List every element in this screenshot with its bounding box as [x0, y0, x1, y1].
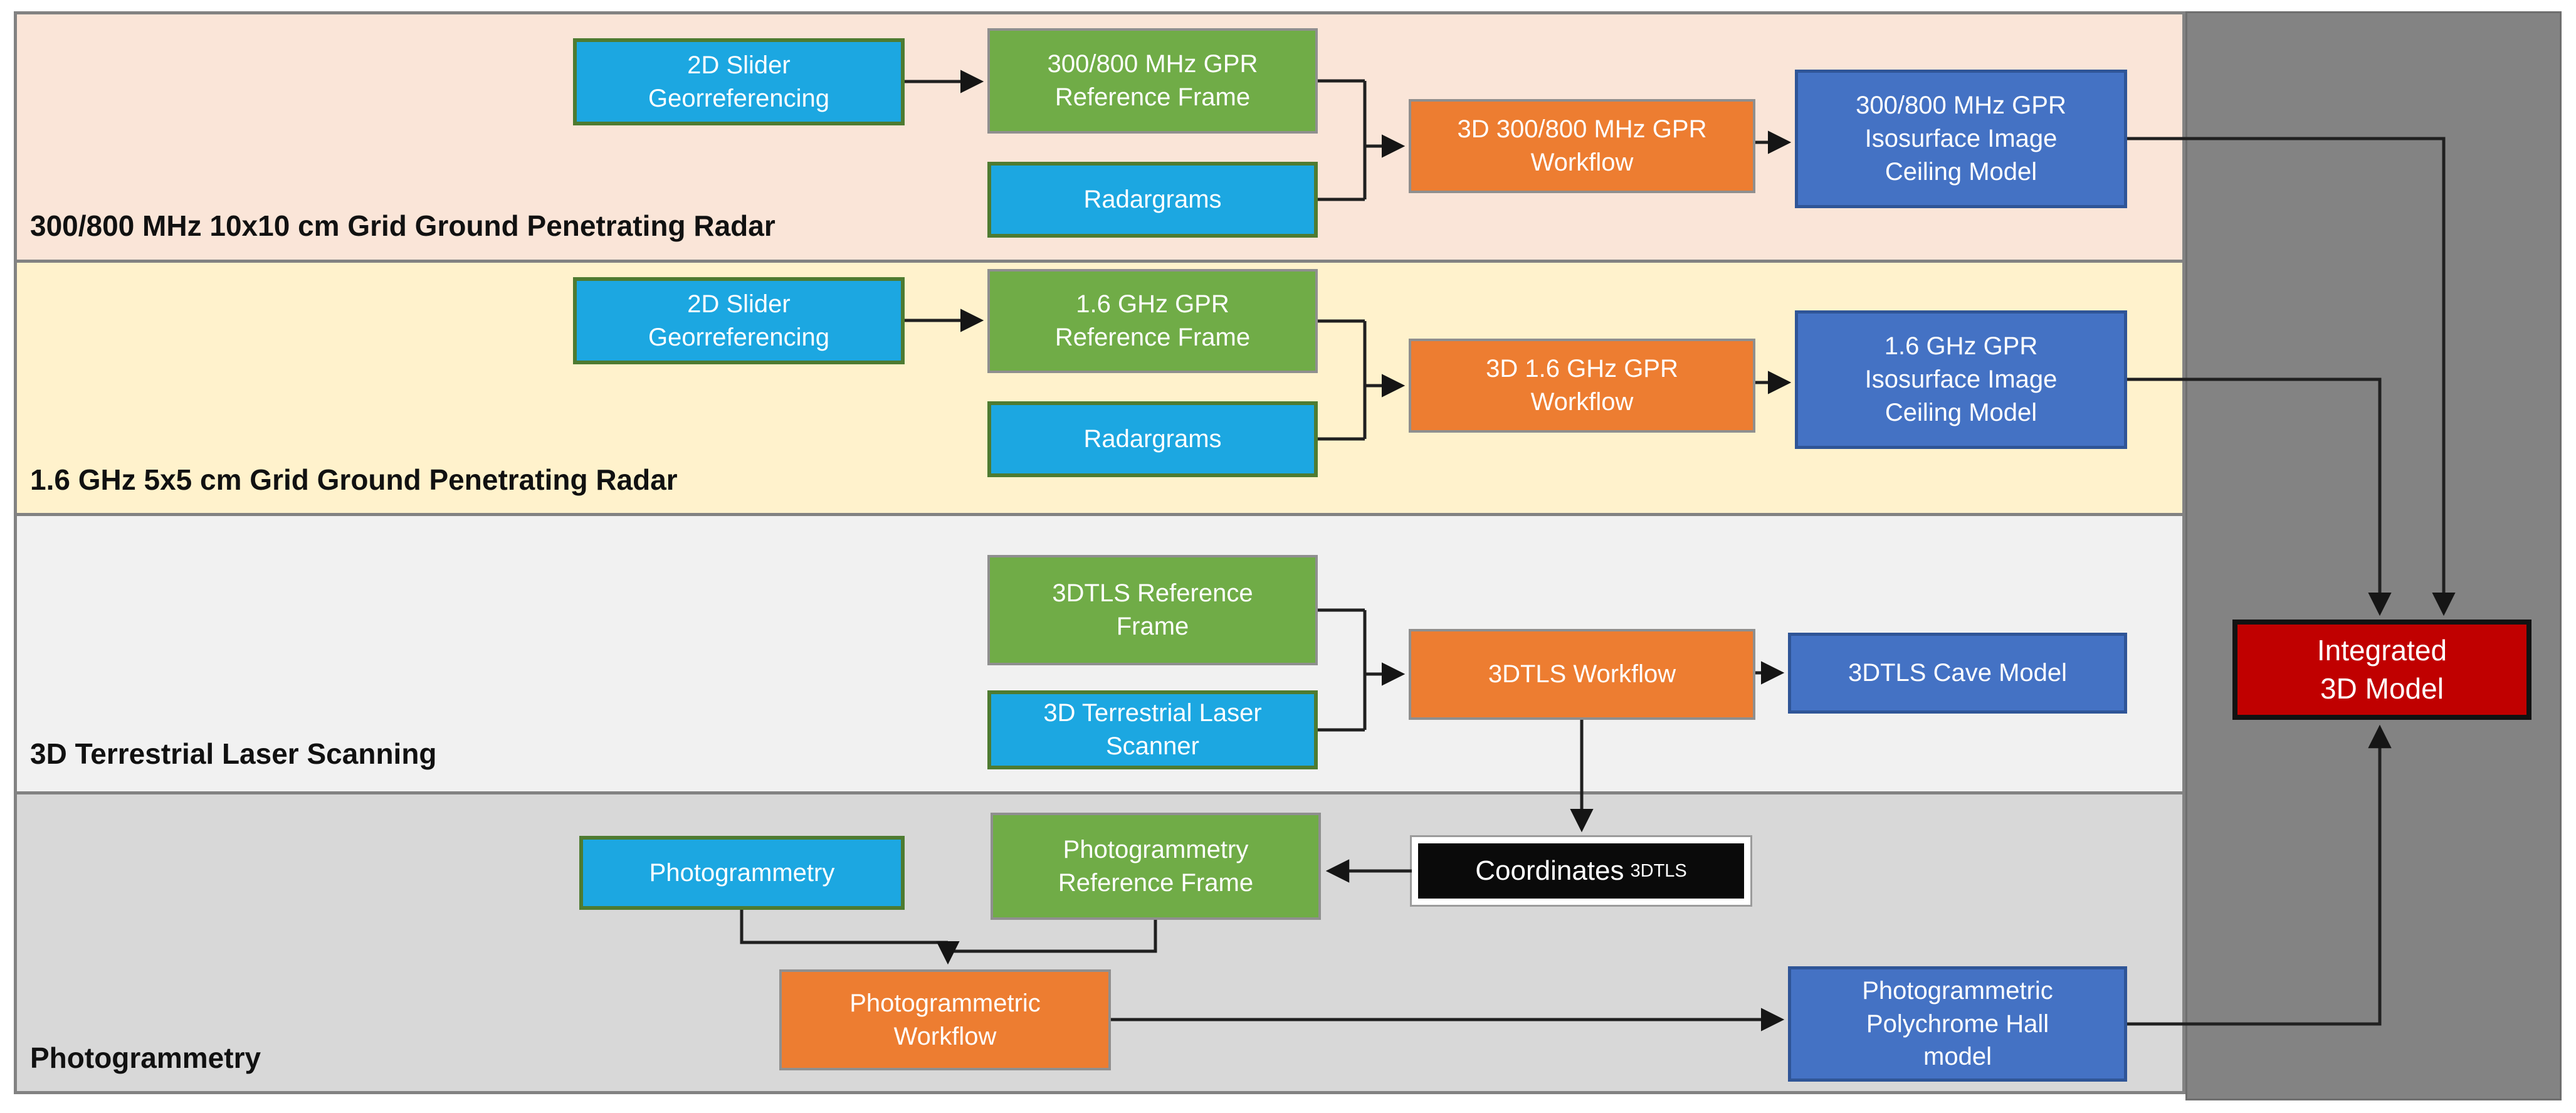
node-subscript-coordinates-3dtls: 3DTLS: [1630, 860, 1687, 881]
node-slider-georeferencing-1-6ghz: 2D Slider Georreferencing: [573, 277, 905, 364]
node-label-isosurface-ceiling-300-800: 300/800 MHz GPR Isosurface Image Ceiling…: [1856, 92, 2066, 186]
node-label-3dtls-workflow: 3DTLS Workflow: [1488, 660, 1676, 688]
node-slider-georeferencing-300-800: 2D Slider Georreferencing: [573, 38, 905, 125]
node-label-photogrammetric-workflow: Photogrammetric Workflow: [849, 989, 1041, 1050]
node-label-3dtls-reference-frame: 3DTLS Reference Frame: [1052, 579, 1253, 640]
node-coordinates-3dtls: Coordinates 3DTLS: [1412, 837, 1750, 905]
node-isosurface-ceiling-1-6ghz: 1.6 GHz GPR Isosurface Image Ceiling Mod…: [1795, 310, 2127, 449]
node-photogrammetry-reference-frame: Photogrammetry Reference Frame: [991, 813, 1321, 920]
node-workflow-1-6ghz: 3D 1.6 GHz GPR Workflow: [1409, 339, 1755, 433]
node-label-reference-frame-300-800: 300/800 MHz GPR Reference Frame: [1047, 50, 1258, 111]
node-label-radargrams-300-800: Radargrams: [1083, 186, 1222, 214]
node-label-slider-georeferencing-300-800: 2D Slider Georreferencing: [648, 51, 830, 112]
node-label-3dtls-cave-model: 3DTLS Cave Model: [1848, 659, 2068, 687]
band-label-3: 3D Terrestrial Laser Scanning: [30, 737, 437, 770]
band-label-1: 300/800 MHz 10x10 cm Grid Ground Penetra…: [30, 209, 775, 242]
band-label-2: 1.6 GHz 5x5 cm Grid Ground Penetrating R…: [30, 463, 678, 496]
node-radargrams-300-800: Radargrams: [987, 162, 1318, 238]
node-photogrammetry-input: Photogrammetry: [579, 836, 905, 910]
node-label-reference-frame-1-6ghz: 1.6 GHz GPR Reference Frame: [1054, 290, 1251, 351]
node-reference-frame-1-6ghz: 1.6 GHz GPR Reference Frame: [987, 269, 1318, 373]
node-isosurface-ceiling-300-800: 300/800 MHz GPR Isosurface Image Ceiling…: [1795, 70, 2127, 208]
node-reference-frame-300-800: 300/800 MHz GPR Reference Frame: [987, 28, 1318, 134]
node-photogrammetric-polychrome-hall-model: Photogrammetric Polychrome Hall model: [1788, 966, 2127, 1082]
node-label-photogrammetric-polychrome-hall-model: Photogrammetric Polychrome Hall model: [1862, 976, 2053, 1071]
node-3d-terrestrial-laser-scanner: 3D Terrestrial Laser Scanner: [987, 690, 1318, 769]
node-integrated-3d-model: Integrated 3D Model: [2232, 620, 2531, 720]
node-photogrammetric-workflow: Photogrammetric Workflow: [779, 969, 1111, 1070]
node-label-integrated-3d-model: Integrated 3D Model: [2316, 634, 2447, 705]
node-radargrams-1-6ghz: Radargrams: [987, 401, 1318, 477]
node-label-isosurface-ceiling-1-6ghz: 1.6 GHz GPR Isosurface Image Ceiling Mod…: [1864, 332, 2058, 426]
node-3dtls-cave-model: 3DTLS Cave Model: [1788, 633, 2127, 714]
node-3dtls-reference-frame: 3DTLS Reference Frame: [987, 555, 1318, 665]
node-label-workflow-1-6ghz: 3D 1.6 GHz GPR Workflow: [1486, 355, 1678, 416]
node-label-workflow-300-800: 3D 300/800 MHz GPR Workflow: [1457, 115, 1707, 176]
integration-column: [2185, 11, 2562, 1100]
node-workflow-300-800: 3D 300/800 MHz GPR Workflow: [1409, 99, 1755, 193]
node-label-3d-terrestrial-laser-scanner: 3D Terrestrial Laser Scanner: [1043, 699, 1262, 760]
node-label-coordinates-3dtls: Coordinates: [1475, 855, 1624, 886]
band-label-4: Photogrammetry: [30, 1042, 261, 1074]
node-3dtls-workflow: 3DTLS Workflow: [1409, 629, 1755, 720]
node-label-slider-georeferencing-1-6ghz: 2D Slider Georreferencing: [648, 290, 830, 351]
node-label-radargrams-1-6ghz: Radargrams: [1083, 425, 1222, 453]
node-label-photogrammetry-reference-frame: Photogrammetry Reference Frame: [1058, 835, 1254, 897]
node-label-photogrammetry-input: Photogrammetry: [649, 858, 835, 887]
